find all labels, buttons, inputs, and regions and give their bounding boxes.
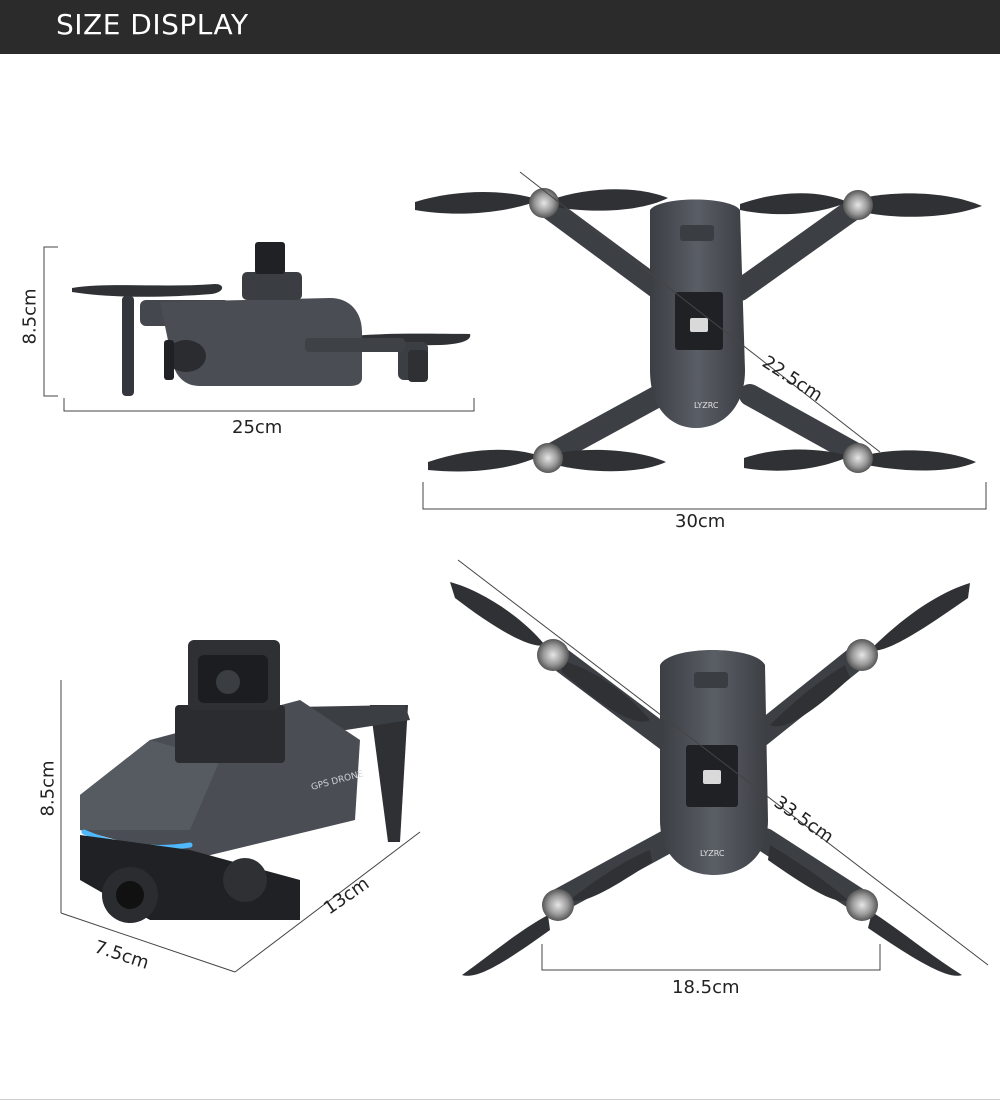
bottom-divider [0,1099,1000,1100]
drone-top-view-small: LYZRC [415,171,987,510]
brand-mark: LYZRC [694,401,719,410]
drone-top-view-large: LYZRC [450,559,989,976]
drone-side-view [43,242,475,412]
page-title: SIZE DISPLAY [56,8,249,41]
side-height-label: 8.5cm [19,288,41,345]
brand-mark-large: LYZRC [700,849,725,858]
header-bar: SIZE DISPLAY [0,0,1000,54]
unfolded-width-label: 18.5cm [672,977,740,998]
top-width-label: 30cm [675,511,726,532]
drone-3d-view: GPS DRONE [60,640,421,973]
side-length-label: 25cm [232,417,283,438]
folded-height-label: 8.5cm [37,760,59,817]
